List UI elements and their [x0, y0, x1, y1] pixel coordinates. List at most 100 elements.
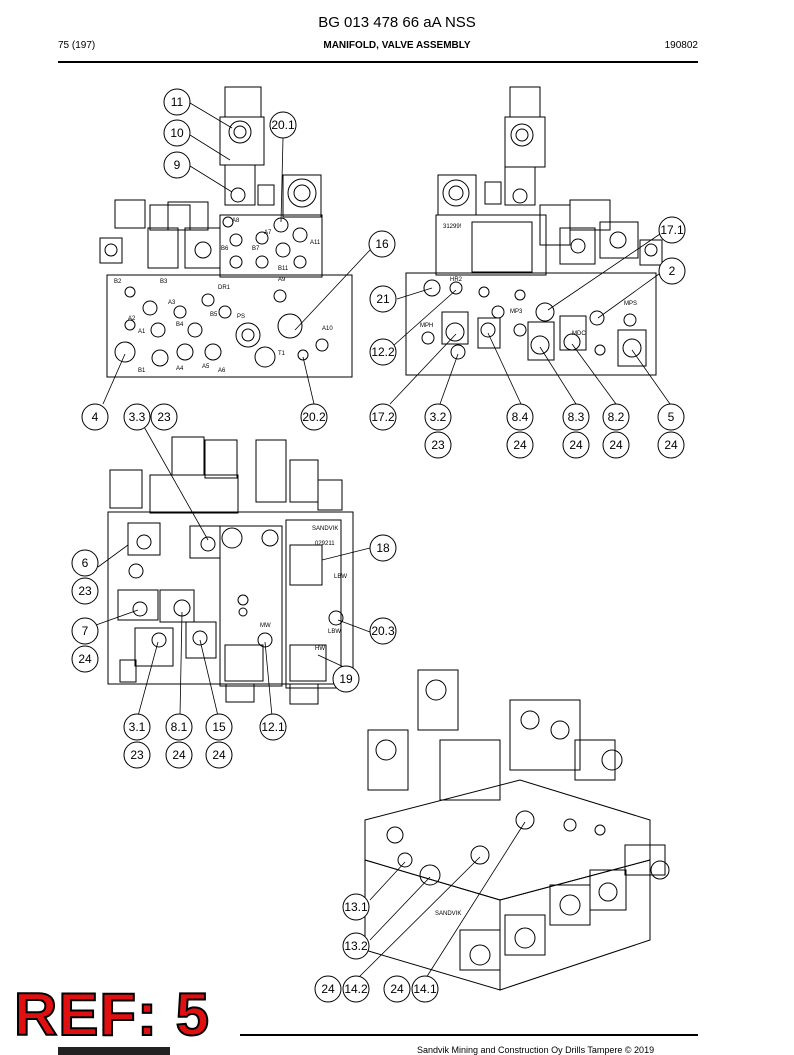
svg-text:23: 23 — [130, 748, 144, 762]
header-divider — [58, 61, 698, 63]
svg-text:A11: A11 — [310, 240, 321, 246]
svg-text:15: 15 — [212, 720, 226, 734]
page-number: 75 (197) — [58, 40, 96, 51]
svg-text:3.3: 3.3 — [129, 410, 146, 424]
svg-text:13.1: 13.1 — [344, 900, 368, 914]
callout-19: 19 — [332, 665, 360, 693]
logo-bar — [58, 1047, 170, 1055]
svg-text:A5: A5 — [202, 364, 210, 370]
manifold-view-rear: 31299! HR2 MP3 MPH MDC MPS — [405, 86, 663, 376]
svg-text:MP3: MP3 — [510, 309, 523, 315]
callout-7: 7 — [71, 617, 99, 645]
ref-stamp: REF: 5 — [13, 981, 211, 1048]
callout-17-1: 17.1 — [658, 216, 686, 244]
svg-text:24: 24 — [390, 982, 404, 996]
svg-text:3.1: 3.1 — [129, 720, 146, 734]
svg-text:MPH: MPH — [420, 323, 433, 329]
callout-24-c: 24 — [602, 431, 630, 459]
svg-text:B11: B11 — [278, 266, 289, 272]
svg-text:A1: A1 — [138, 329, 146, 335]
callout-14-1: 14.1 — [411, 975, 439, 1003]
svg-text:5: 5 — [668, 410, 675, 424]
svg-text:A9: A9 — [278, 277, 286, 283]
svg-text:12.2: 12.2 — [371, 345, 395, 359]
callout-20-1: 20.1 — [269, 111, 297, 139]
svg-text:12.1: 12.1 — [261, 720, 285, 734]
svg-text:2: 2 — [669, 264, 676, 278]
svg-text:B7: B7 — [252, 246, 260, 252]
callout-20-3: 20.3 — [369, 617, 397, 645]
callout-24-a: 24 — [506, 431, 534, 459]
svg-text:HR2: HR2 — [450, 277, 463, 283]
callout-17-2: 17.2 — [369, 403, 397, 431]
svg-text:B1: B1 — [138, 368, 146, 374]
svg-text:MW: MW — [260, 623, 271, 629]
callout-13-1: 13.1 — [342, 893, 370, 921]
svg-text:B4: B4 — [176, 322, 184, 328]
svg-text:10: 10 — [170, 126, 184, 140]
callout-24-b: 24 — [562, 431, 590, 459]
callout-24-i: 24 — [383, 975, 411, 1003]
svg-text:20.3: 20.3 — [371, 624, 395, 638]
callout-23-d: 23 — [123, 741, 151, 769]
callout-24-h: 24 — [314, 975, 342, 1003]
callout-24-f: 24 — [165, 741, 193, 769]
document-date: 190802 — [664, 40, 698, 51]
callout-18: 18 — [369, 534, 397, 562]
callout-24-d: 24 — [657, 431, 685, 459]
callout-11: 11 — [163, 88, 191, 116]
svg-text:23: 23 — [78, 584, 92, 598]
svg-text:16: 16 — [375, 237, 389, 251]
svg-text:19: 19 — [339, 672, 353, 686]
callout-23-a: 23 — [150, 403, 178, 431]
svg-text:14.2: 14.2 — [344, 982, 368, 996]
manifold-view-front: A8 B6 B7 A7 A11 B11 B2 B3 DR1 A9 A2 A3 B… — [99, 86, 353, 378]
callout-24-g: 24 — [205, 741, 233, 769]
section-title: MANIFOLD, VALVE ASSEMBLY — [323, 40, 471, 51]
svg-text:A8: A8 — [232, 218, 240, 224]
callout-23-c: 23 — [71, 577, 99, 605]
svg-text:T1: T1 — [278, 351, 286, 357]
svg-text:A10: A10 — [322, 326, 333, 332]
svg-text:6: 6 — [82, 556, 89, 570]
svg-text:LBW: LBW — [334, 574, 347, 580]
svg-text:A6: A6 — [218, 368, 226, 374]
svg-text:24: 24 — [212, 748, 226, 762]
svg-text:24: 24 — [513, 438, 527, 452]
svg-text:A4: A4 — [176, 366, 184, 372]
svg-text:24: 24 — [569, 438, 583, 452]
callout-balloons: 11 10 9 20.1 16 4 3.3 23 20.2 17.1 2 21 … — [71, 88, 686, 1003]
callout-3-1: 3.1 — [123, 713, 151, 741]
callout-8-1: 8.1 — [165, 713, 193, 741]
footer-copyright: Sandvik Mining and Construction Oy Drill… — [417, 1045, 655, 1055]
callout-15: 15 — [205, 713, 233, 741]
callout-13-2: 13.2 — [342, 932, 370, 960]
svg-text:SANDVIK: SANDVIK — [312, 526, 338, 532]
svg-text:24: 24 — [78, 652, 92, 666]
callout-2: 2 — [658, 257, 686, 285]
port-labels-front: A8 B6 B7 A7 A11 B11 B2 B3 DR1 A9 A2 A3 B… — [114, 218, 333, 374]
svg-text:21: 21 — [376, 292, 390, 306]
svg-text:13.2: 13.2 — [344, 939, 368, 953]
svg-text:MPS: MPS — [624, 301, 637, 307]
svg-text:20.2: 20.2 — [302, 410, 326, 424]
svg-text:18: 18 — [376, 541, 390, 555]
svg-text:4: 4 — [92, 410, 99, 424]
svg-text:MDC: MDC — [572, 331, 586, 337]
svg-text:17.1: 17.1 — [660, 223, 684, 237]
leader-lines — [95, 102, 671, 979]
callout-4: 4 — [81, 403, 109, 431]
svg-text:24: 24 — [172, 748, 186, 762]
callout-3-3: 3.3 — [123, 403, 151, 431]
svg-text:B2: B2 — [114, 279, 122, 285]
footer-divider — [240, 1034, 698, 1036]
port-labels-iso: SANDVIK — [435, 911, 461, 917]
callout-12-1: 12.1 — [259, 713, 287, 741]
callout-8-4: 8.4 — [506, 403, 534, 431]
callout-8-3: 8.3 — [562, 403, 590, 431]
svg-text:HW: HW — [315, 646, 325, 652]
svg-text:9: 9 — [174, 158, 181, 172]
svg-text:029211: 029211 — [315, 541, 335, 547]
svg-text:B5: B5 — [210, 312, 218, 318]
svg-text:SANDVIK: SANDVIK — [435, 911, 461, 917]
